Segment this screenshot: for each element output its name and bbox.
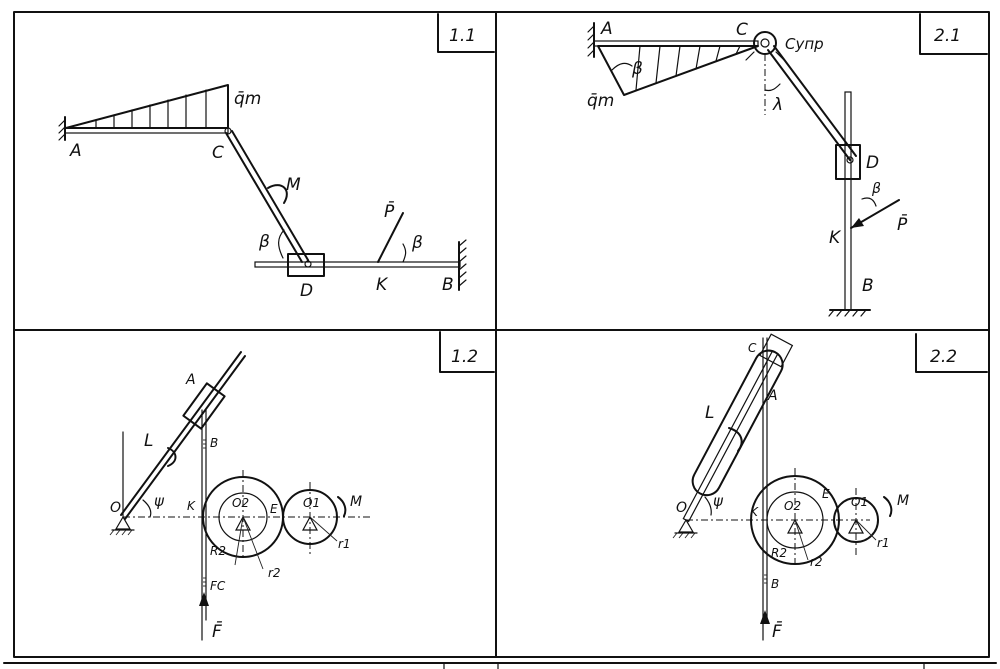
label-E: E [822,487,830,501]
label-K: K [829,228,842,248]
label-B: B [862,276,874,296]
label-B: B [210,436,218,450]
label-L: L [705,403,714,423]
label-R2: R2 [771,546,787,560]
panel-1-1: 1.1 q̄m A C M β D β [58,13,495,301]
label-F: F̄ [212,620,222,642]
label-C: C [736,20,748,40]
panel-2-1: 2.1 A C β q̄m Cупр λ D [587,13,988,317]
label-A: A [767,388,778,404]
label-psi: ψ [713,492,724,510]
panel-number: 2.2 [930,347,957,367]
label-P: P̄ [384,200,395,222]
label-M: M [350,494,362,510]
sheet-frame [3,11,997,669]
panel-number-box: 1.2 [439,331,495,373]
label-r1: r1 [338,537,351,551]
label-q: q̄m [234,89,261,109]
label-B: B [771,577,779,591]
label-beta-1: β [631,59,643,79]
panel-number: 2.1 [934,26,961,46]
panel-number-box: 1.1 [437,13,495,53]
panel-number-box: 2.1 [919,13,988,55]
label-M: M [897,493,909,509]
label-E: E [270,502,278,516]
label-R2: R2 [210,544,226,558]
label-O1: O1 [851,495,868,509]
panel-number: 1.2 [451,347,478,367]
label-K: K [750,505,759,519]
label-K: K [187,499,196,513]
label-C: C [212,143,224,163]
distributed-load-arrows [635,45,741,91]
label-D: D [300,281,313,301]
label-B: B [442,275,454,295]
label-FC: FC [210,579,226,593]
label-lambda: λ [772,95,783,115]
panel-2-2: 2.2 O ψ L C A K R2 B F̄ O2 [672,333,988,642]
panel-number: 1.1 [449,26,476,46]
label-A: A [600,19,613,39]
label-O2: O2 [784,499,801,513]
label-A: A [185,372,196,388]
label-P: P̄ [897,213,908,235]
label-psi: ψ [154,492,165,510]
label-beta-1: β [258,232,270,252]
label-D: D [866,153,879,173]
label-C: C [748,341,757,355]
panel-1-2: 1.2 O A L ψ B K R2 FC F̄ [109,331,495,642]
distributed-load-arrows [95,89,207,129]
label-F: F̄ [772,620,782,642]
label-O: O [110,500,121,516]
label-r1: r1 [877,536,890,550]
label-r2: r2 [268,566,281,580]
label-M: M [286,175,301,195]
panel-number-box: 2.2 [915,333,988,373]
label-beta-2: β [411,233,423,253]
label-L: L [144,431,153,451]
label-r2: r2 [810,555,823,569]
label-beta-2: β [871,181,881,197]
label-A: A [69,141,82,161]
label-K: K [376,275,389,295]
label-O2: O2 [232,496,249,510]
label-C-upr: Cупр [785,35,824,53]
label-q: q̄m [587,91,614,111]
label-O1: O1 [303,496,320,510]
label-O: O [676,500,687,516]
